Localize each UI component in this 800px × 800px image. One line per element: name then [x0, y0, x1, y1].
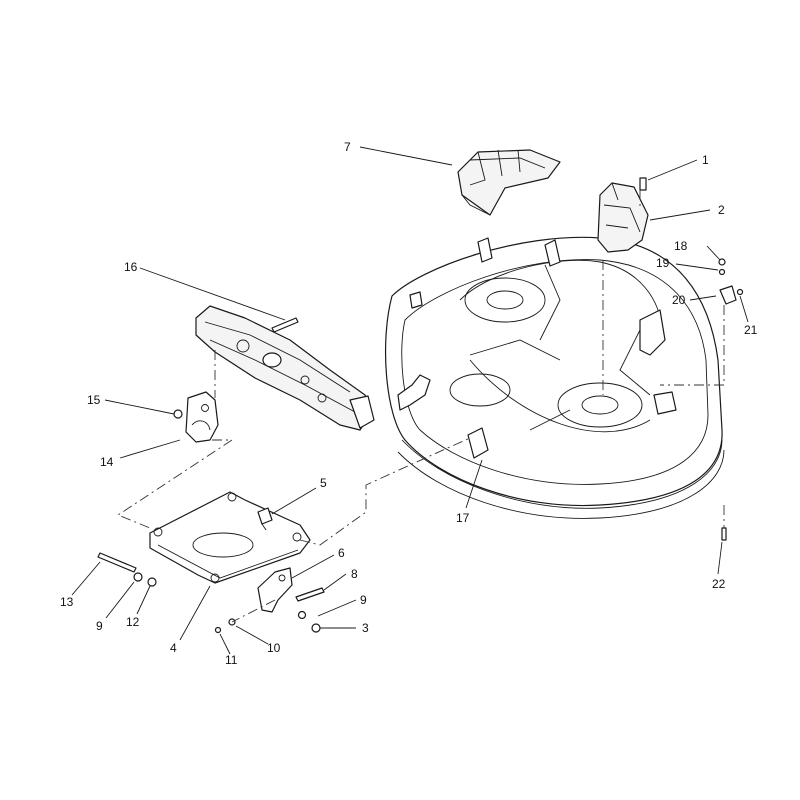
callout-8: 8	[351, 567, 358, 581]
callout-20: 20	[672, 293, 686, 307]
callout-3: 3	[362, 621, 369, 635]
callout-17: 17	[456, 511, 470, 525]
part-16-hanger-arm	[195, 305, 375, 431]
part-14-bracket	[185, 391, 219, 443]
callout-21: 21	[744, 323, 758, 337]
callout-18: 18	[674, 239, 688, 253]
callout-9-right: 9	[360, 593, 367, 607]
callout-9-left: 9	[96, 619, 103, 633]
part-7-deflector	[457, 149, 561, 216]
leader-lines	[71, 146, 749, 655]
callout-1: 1	[702, 153, 709, 167]
assembly-lines	[117, 190, 725, 623]
part-2-chute-cover	[597, 182, 649, 253]
callout-11: 11	[225, 653, 238, 667]
callout-10: 10	[267, 641, 281, 655]
callout-6: 6	[338, 546, 345, 560]
callout-16: 16	[124, 260, 138, 274]
callout-14: 14	[100, 455, 114, 469]
callout-5: 5	[320, 476, 327, 490]
callout-labels: 1 2 3 4 5 6 7 8 9 9 10 11 12 13 14 15 16…	[60, 140, 758, 667]
callout-22: 22	[712, 577, 726, 591]
callout-12: 12	[126, 615, 140, 629]
callout-13: 13	[60, 595, 74, 609]
mower-deck	[384, 236, 725, 519]
hardware-parts	[97, 177, 744, 634]
callout-19: 19	[656, 256, 670, 270]
part-6-bracket	[257, 567, 293, 613]
callout-4: 4	[170, 641, 177, 655]
callout-15: 15	[87, 393, 101, 407]
callout-7: 7	[344, 140, 351, 154]
part-15-nut	[173, 409, 183, 419]
callout-2: 2	[718, 203, 725, 217]
pin-part-16	[271, 317, 299, 333]
part-5-bolt	[257, 507, 273, 531]
